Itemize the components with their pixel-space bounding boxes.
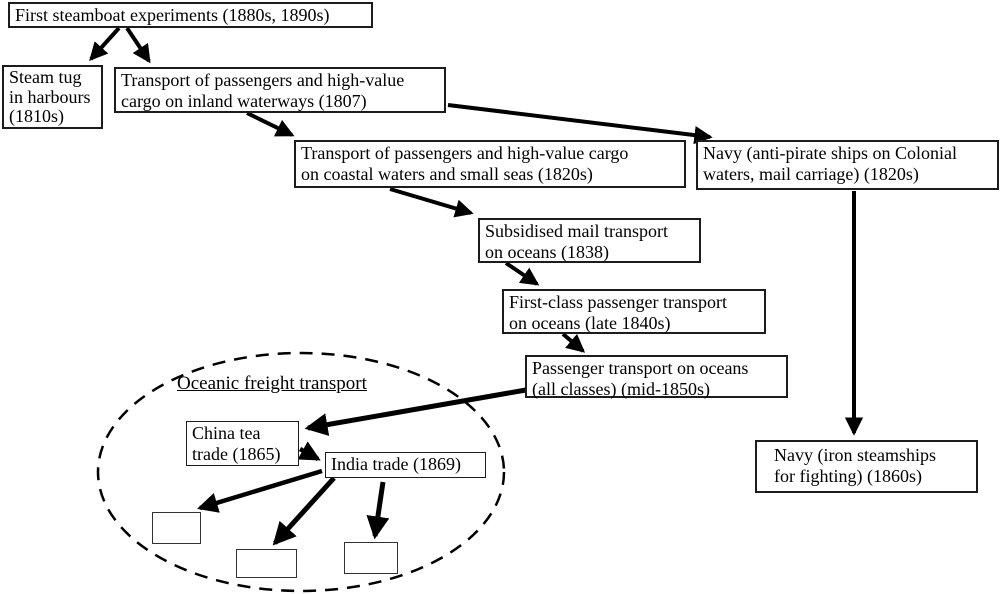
node-india-trade: India trade (1869) [325,452,486,478]
node-line: for fighting) (1860s) [774,466,922,486]
node-line: India trade (1869) [331,454,461,474]
empty-node-3 [344,542,398,574]
arrow-india-trade-to-empty-2 [272,476,336,546]
group-label-oceanic-freight: Oceanic freight transport [177,373,367,394]
node-subsidised-mail-transport: Subsidised mail transport on oceans (183… [478,218,701,263]
node-navy-anti-pirate: Navy (anti-pirate ships on Colonial wate… [696,140,999,190]
node-line: on oceans (1838) [485,242,609,262]
oceanic-freight-group-ellipse [96,351,506,593]
node-first-class-passenger-transport: First-class passenger transport on ocean… [502,289,766,334]
node-line: Navy (iron steamships [774,445,936,465]
node-coastal-waters-transport: Transport of passengers and high-value c… [294,140,686,188]
node-line: trade (1865) [192,444,281,464]
node-china-tea-trade: China tea trade (1865) [186,421,299,466]
empty-node-1 [152,512,201,544]
node-line: Subsidised mail transport [485,221,668,241]
arrow-china-tea-to-india-trade [297,441,321,461]
node-line: Steam tug [9,67,82,87]
arrow-india-trade-to-empty-1 [197,468,323,513]
node-line: (all classes) (mid-1850s) [532,379,710,399]
node-inland-waterways-transport: Transport of passengers and high-value c… [114,67,446,113]
node-line: Transport of passengers and high-value [121,70,405,90]
node-line: on coastal waters and small seas (1820s) [301,164,593,184]
arrow-mail-to-first-class [504,261,540,286]
arrow-inland-to-coastal [246,111,295,137]
node-line: cargo on inland waterways (1807) [121,91,367,111]
empty-node-2 [236,549,297,578]
node-line: in harbours [9,86,91,107]
node-line: Navy (anti-pirate ships on Colonial [703,143,957,163]
arrow-experiments-to-inland [125,26,151,64]
arrow-first-class-to-all-classes [561,332,586,353]
arrow-coastal-to-mail [389,187,474,218]
node-line: Transport of passengers and high-value c… [301,143,629,163]
node-steam-tug-harbours: Steam tug in harbours (1810s) [2,65,103,129]
node-line: China tea [192,423,261,443]
node-line: Passenger transport on oceans [532,358,749,378]
node-line: waters, mail carriage) (1820s) [703,164,919,184]
arrow-experiments-to-steam-tug [89,26,121,62]
node-line: (1810s) [9,106,64,126]
node-navy-iron-steamships: Navy (iron steamships for fighting) (186… [755,440,978,493]
node-all-classes-passenger-transport: Passenger transport on oceans (all class… [525,355,788,399]
arrow-all-classes-to-china-tea [304,387,527,436]
node-line: on oceans (late 1840s) [509,313,671,333]
node-line: First-class passenger transport [509,292,727,312]
arrow-inland-to-navy-colonial [447,103,713,145]
node-line: First steamboat experiments (1880s, 1890… [15,5,330,25]
arrow-india-trade-to-empty-3 [366,481,390,540]
node-first-steamboat-experiments: First steamboat experiments (1880s, 1890… [8,2,373,28]
